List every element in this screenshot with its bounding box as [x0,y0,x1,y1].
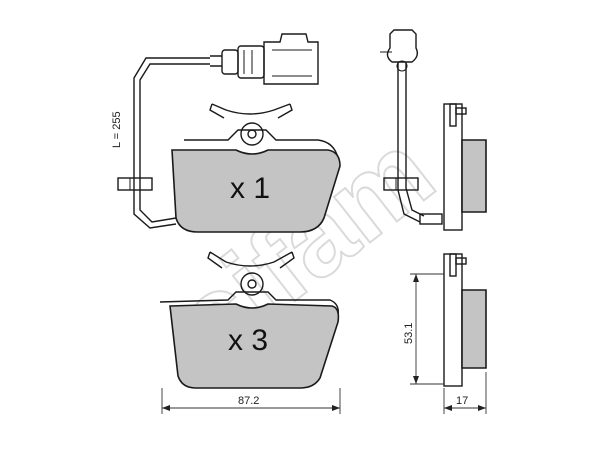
sensor-connector [210,33,319,85]
lower-side-backing-plate [443,253,463,387]
lower-spring-clip [207,251,295,269]
side-friction-material [461,139,487,213]
lower-center-eye [240,272,264,296]
width-dimension: 87.2 [161,388,341,414]
lower-side-friction-material [461,289,487,369]
thickness-dimension: 17 [443,372,487,414]
upper-brake-pad: x 1 [171,103,341,233]
thickness-dimension-label: 17 [456,395,468,407]
lower-pad-body [169,303,340,389]
lower-center-hole [247,279,257,289]
upper-center-hole [247,129,257,139]
sensor-cable-outer [133,57,210,229]
cable-clamp [117,177,153,191]
upper-spring-clip [209,103,293,119]
upper-pad-body [171,149,341,233]
side-sensor-connector [386,29,419,63]
lower-quantity-label: x 3 [228,324,268,357]
upper-quantity-label: x 1 [230,172,270,205]
lower-brake-pad: x 3 [159,251,340,389]
side-view-lower [443,253,487,387]
width-dimension-label: 87.2 [238,395,259,407]
height-dimension-label: 53.1 [403,323,415,344]
height-dimension: 53.1 [403,273,444,385]
side-cable-clamp [383,177,419,191]
side-sensor-cable [397,62,425,223]
upper-center-eye [240,122,264,146]
wire-length-label: L = 255 [111,111,123,148]
sensor-cable [139,63,210,223]
side-view-upper [380,29,487,231]
wear-sensor-cable: L = 255 [111,33,319,229]
